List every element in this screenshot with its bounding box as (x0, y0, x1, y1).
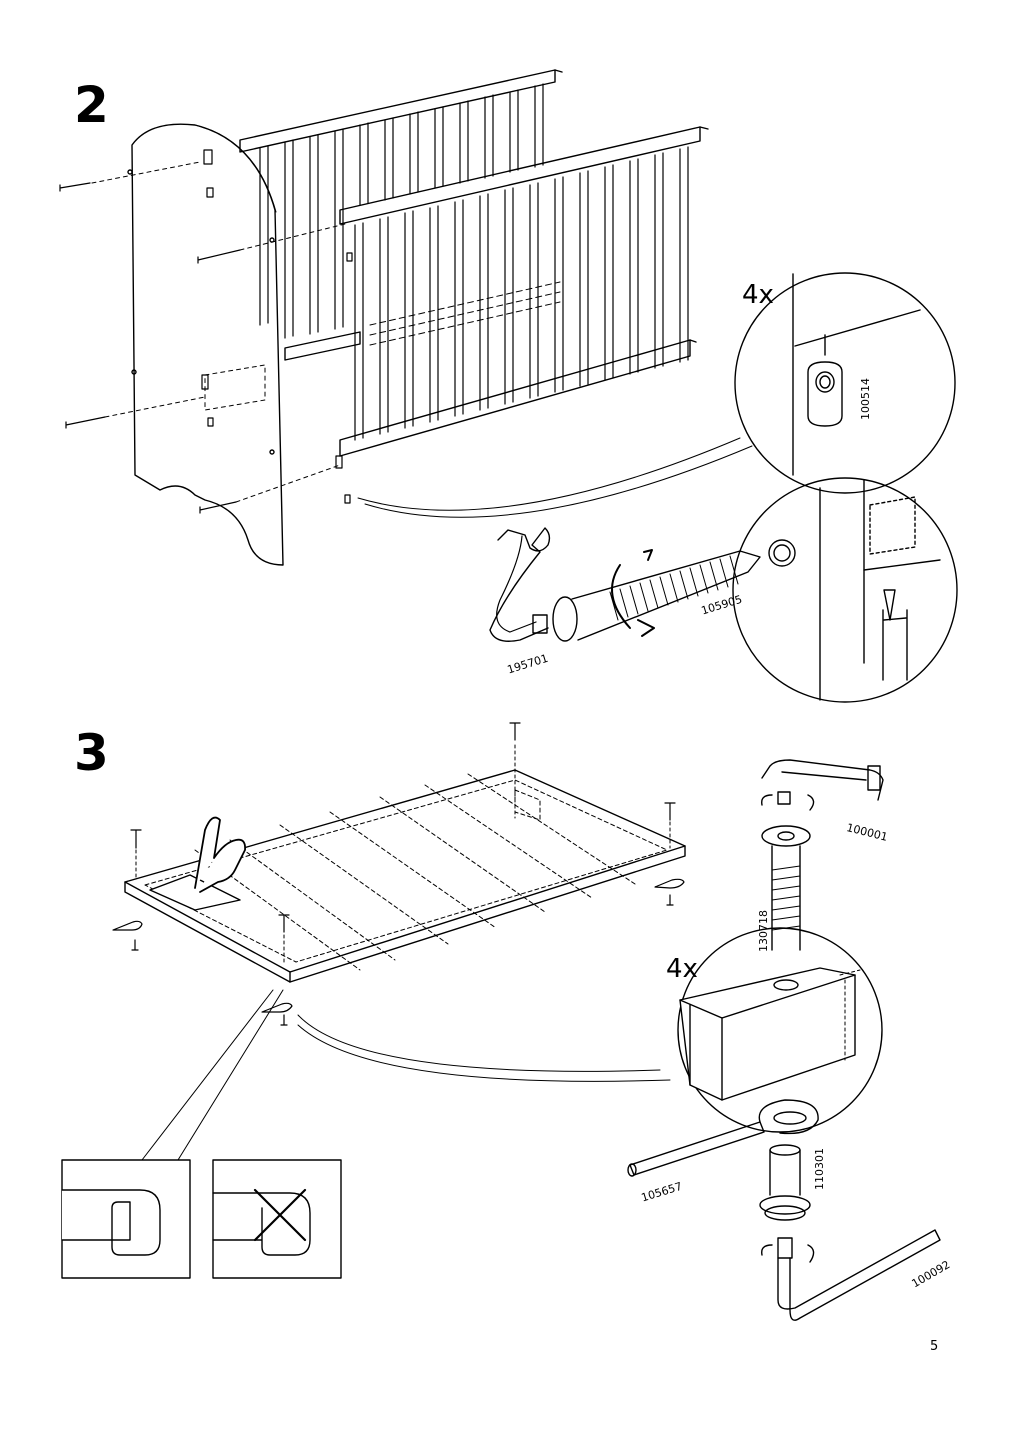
corner-bracket-detail (677, 927, 883, 1133)
quantity-label-step2: 4x (742, 280, 774, 310)
bolt-hardware-illustration (627, 759, 941, 1321)
part-code-barrel-nut: 110301 (813, 1148, 826, 1190)
crib-illustration (59, 69, 753, 566)
correct-connection-inset (61, 1159, 191, 1279)
step-number-3: 3 (74, 724, 109, 782)
bed-base-illustration (112, 722, 686, 1161)
screwdriver-detail (732, 477, 958, 703)
incorrect-connection-inset (212, 1159, 342, 1279)
quantity-label-step3: 4x (666, 954, 698, 984)
step-number-2: 2 (74, 76, 109, 134)
part-code-bolt-step3: 130718 (757, 910, 770, 952)
part-code-cross-dowel: 100514 (859, 378, 872, 420)
page-number: 5 (930, 1339, 939, 1354)
bolt-illustration (552, 539, 796, 642)
allen-key-195701 (489, 527, 551, 642)
cross-dowel-detail (734, 272, 956, 494)
